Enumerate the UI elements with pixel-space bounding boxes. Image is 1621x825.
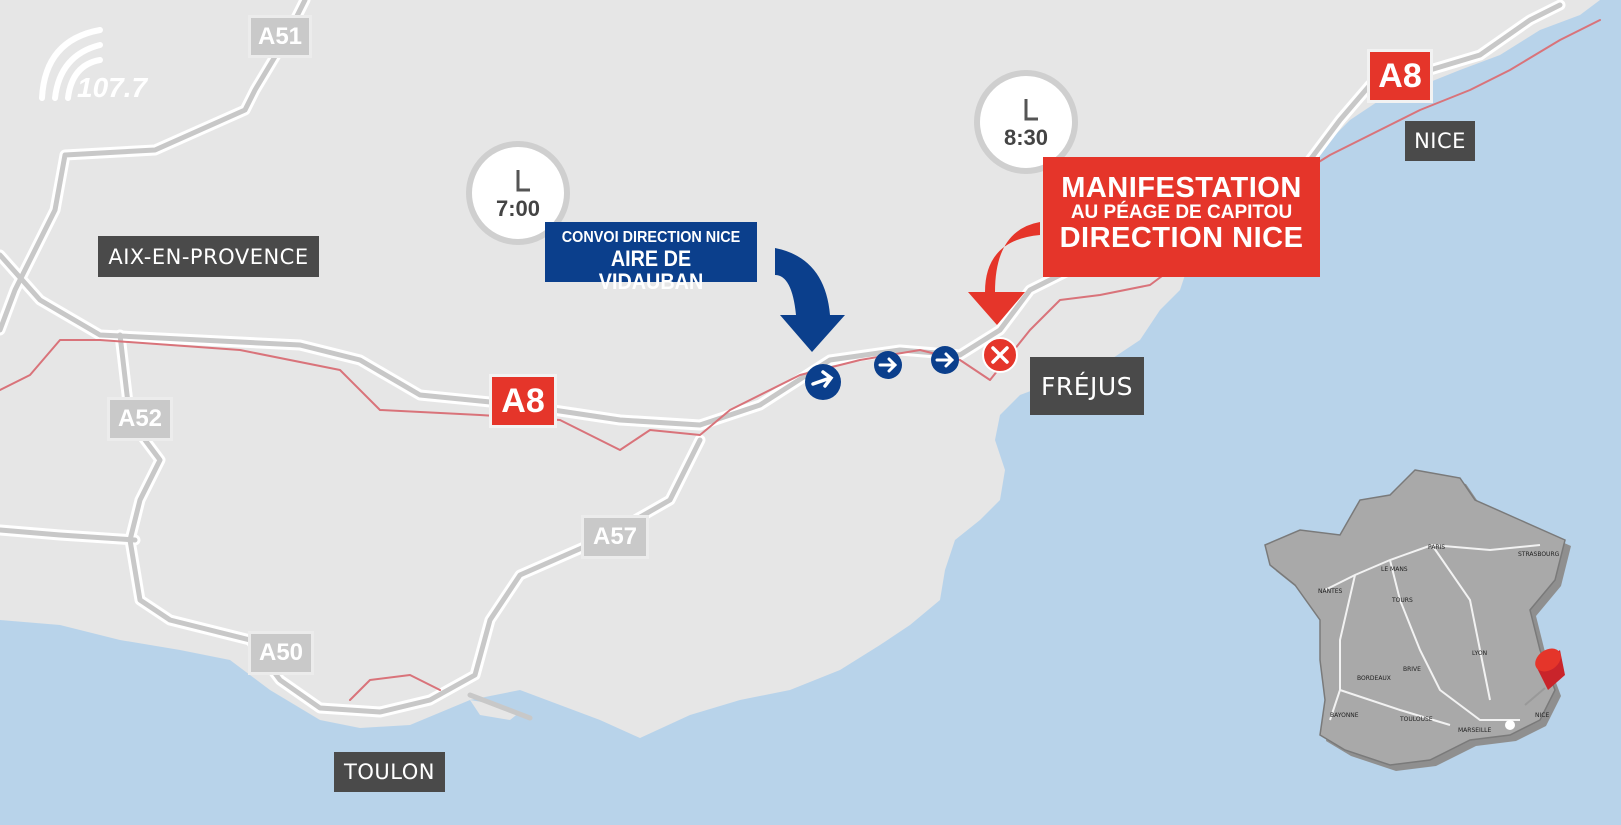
convoy-arrow — [775, 248, 845, 352]
clock-icon-830 — [974, 70, 1078, 174]
inset-city-marseille: MARSEILLE — [1458, 727, 1492, 734]
city-label-nice: NICE — [1405, 121, 1475, 161]
convoy-line1: CONVOI DIRECTION NICE — [561, 229, 741, 246]
protest-line2: AU PÉAGE DE CAPITOU — [1070, 202, 1293, 224]
radio-wave-logo-icon — [39, 27, 103, 101]
road-label-a57: A57 — [584, 518, 646, 556]
road-label-a51: A51 — [251, 18, 309, 55]
clock-time-convoy: 7:00 — [495, 196, 541, 221]
inset-city-bordeaux: BORDEAUX — [1357, 675, 1391, 682]
clock-icon-7 — [466, 141, 570, 245]
inset-city-paris: PARIS — [1428, 544, 1446, 551]
protest-line3: DIRECTION NICE — [1059, 222, 1304, 255]
france-inset-map — [1264, 469, 1571, 771]
protest-arrow — [968, 222, 1040, 325]
inset-city-le-mans: LE MANS — [1381, 566, 1408, 573]
city-label-aix: AIX-EN-PROVENCE — [98, 236, 319, 277]
inset-city-tours: TOURS — [1392, 597, 1413, 604]
inset-city-toulouse: TOULOUSE — [1400, 716, 1433, 723]
protest-callout: MANIFESTATION AU PÉAGE DE CAPITOU DIRECT… — [1043, 157, 1320, 277]
inset-city-lyon: LYON — [1472, 650, 1488, 657]
logo-text: 107.7 — [77, 72, 148, 103]
city-label-frejus: FRÉJUS — [1030, 357, 1144, 415]
inset-city-strasbourg: STRASBOURG — [1518, 551, 1560, 558]
inset-city-bayonne: BAYONNE — [1330, 712, 1359, 719]
island — [470, 700, 520, 720]
convoy-line2: AIRE DE VIDAUBAN — [598, 245, 704, 294]
clock-time-protest: 8:30 — [1003, 125, 1049, 150]
convoy-callout: CONVOI DIRECTION NICE AIRE DE VIDAUBAN — [545, 222, 757, 293]
city-label-toulon: TOULON — [334, 752, 445, 792]
road-label-a8: A8 — [492, 377, 554, 425]
inset-city-brive: BRIVE — [1403, 666, 1421, 673]
inset-city-nantes: NANTES — [1318, 588, 1343, 595]
road-label-a50: A50 — [251, 634, 311, 672]
convoy-markers — [805, 346, 959, 400]
blocked-marker — [982, 337, 1018, 373]
road-label-a52: A52 — [110, 400, 170, 438]
protest-line1: MANIFESTATION — [1061, 172, 1302, 204]
road-label-a8-east: A8 — [1370, 52, 1430, 100]
pin-icon — [1524, 648, 1565, 706]
inset-city-nice: NICE — [1535, 712, 1550, 719]
